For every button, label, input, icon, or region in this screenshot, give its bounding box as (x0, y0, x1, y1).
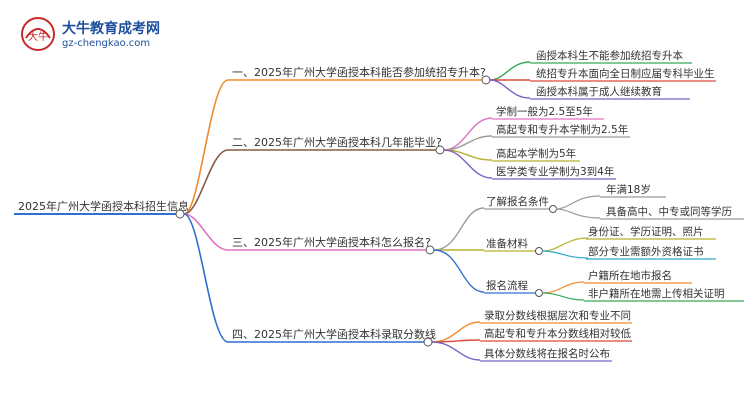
branch-3-sub-2-link-2 (541, 250, 589, 259)
branch-3-label: 三、2025年广州大学函授本科怎么报名? (232, 235, 431, 249)
branch-2-link-1 (443, 117, 493, 151)
branch-3-sub-1-leaf-2: 具备高中、中专或同等学历 (606, 205, 732, 218)
branch-2-link-4 (443, 149, 493, 179)
branch-3-sub-3-leaf-2: 非户籍所在地需上传相关证明 (588, 287, 725, 300)
branch-3-sub-3-node[interactable] (535, 289, 543, 297)
branch-4-leaf-3: 具体分数线将在报名时公布 (484, 347, 610, 360)
branch-3-sub-3-link-1 (541, 281, 585, 294)
branch-3-sub-2-leaf-1: 身份证、学历证明、照片 (588, 225, 704, 238)
branch-1-link-1 (489, 61, 531, 81)
branch-1-node[interactable] (481, 75, 491, 85)
branch-4-leaf-2: 高起专和专升本分数线相对较低 (484, 327, 631, 340)
site-logo[interactable]: 大牛 大牛教育成考网 gz-chengkao.com (18, 16, 178, 52)
branch-1-label: 一、2025年广州大学函授本科能否参加统招专升本? (232, 65, 486, 79)
branch-3-sub-3-leaf-1: 户籍所在地市报名 (588, 269, 672, 282)
root-to-branch-3 (183, 213, 229, 251)
root-node[interactable] (175, 209, 185, 219)
branch-3-sub-1-link-2 (555, 208, 601, 219)
branch-2-leaf-4: 医学类专业学制为3到4年 (496, 165, 614, 178)
root-to-branch-4 (183, 213, 229, 343)
branch-3-sub-3-link-2 (541, 292, 585, 301)
branch-3-link-1 (433, 207, 485, 251)
root-label: 2025年广州大学函授本科招生信息 (18, 199, 189, 213)
branch-3-sub-3-label: 报名流程 (486, 279, 528, 292)
logo-url: gz-chengkao.com (62, 38, 151, 49)
branch-3-sub-2-leaf-2: 部分专业需额外资格证书 (588, 245, 704, 258)
branch-2-leaf-3: 高起本学制为5年 (496, 147, 576, 160)
branch-2-node[interactable] (435, 145, 445, 155)
logo-mark-text: 大牛 (28, 30, 48, 43)
branch-3-node[interactable] (425, 245, 435, 255)
branch-3-sub-2-label: 准备材料 (486, 237, 528, 250)
branch-1-leaf-3: 函授本科属于成人继续教育 (536, 85, 662, 98)
branch-1-link-3 (489, 79, 531, 99)
branch-2-label: 二、2025年广州大学函授本科几年能毕业? (232, 135, 442, 149)
branch-3-sub-2-link-1 (541, 237, 589, 252)
branch-3-sub-1-node[interactable] (549, 205, 557, 213)
branch-3-sub-1-link-1 (555, 195, 601, 210)
branch-3-sub-1-label: 了解报名条件 (486, 195, 549, 208)
branch-4-node[interactable] (423, 337, 433, 347)
root-to-branch-1 (183, 79, 229, 215)
branch-1-leaf-2: 统招专升本面向全日制应届专科毕业生 (536, 67, 715, 80)
root-to-branch-2 (183, 149, 229, 215)
branch-4-label: 四、2025年广州大学函授本科录取分数线 (232, 327, 436, 341)
branch-2-leaf-2: 高起专和专升本学制为2.5年 (496, 123, 628, 136)
branch-4-leaf-1: 录取分数线根据层次和专业不同 (484, 309, 631, 322)
branch-1-leaf-1: 函授本科生不能参加统招专升本 (536, 49, 683, 62)
branch-3-sub-1-leaf-1: 年满18岁 (606, 183, 651, 196)
logo-mark-icon: 大牛 (21, 17, 55, 51)
logo-title: 大牛教育成考网 (62, 21, 160, 37)
branch-4-link-3 (431, 341, 481, 361)
branch-2-leaf-1: 学制一般为2.5至5年 (496, 105, 593, 118)
branch-3-sub-2-node[interactable] (535, 247, 543, 255)
branch-3-link-3 (433, 249, 485, 293)
branch-4-link-1 (431, 321, 481, 343)
